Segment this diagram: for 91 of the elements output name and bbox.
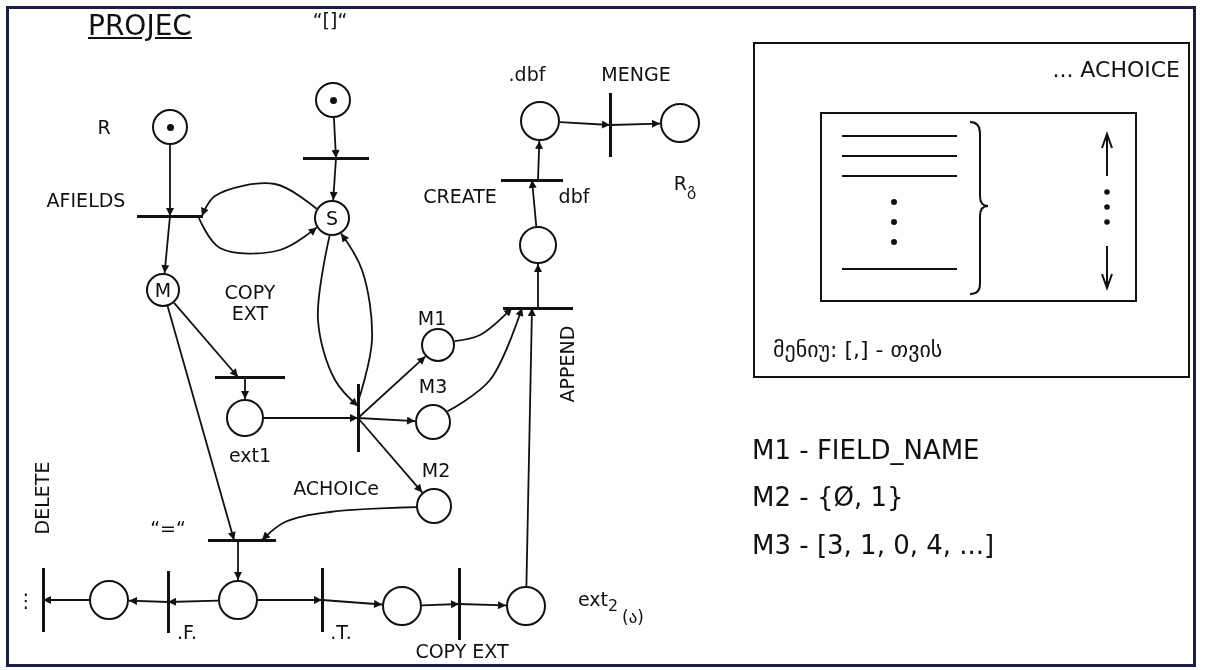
figure-label: (ა) xyxy=(622,607,644,627)
transition-bar xyxy=(41,568,45,632)
place-circle xyxy=(146,273,180,307)
place-circle xyxy=(416,488,452,524)
place-label: R xyxy=(97,116,111,138)
arc-arrow xyxy=(609,119,661,128)
place-circle xyxy=(315,82,351,118)
transition-label: AFIELDS xyxy=(46,189,126,211)
panel-title: ... ACHOICE xyxy=(1052,58,1180,83)
place-label: .dbf xyxy=(508,63,546,85)
transition-label: COPY EXT xyxy=(415,640,509,662)
legend-note: M3 - [3, 1, 0, 4, ...] xyxy=(752,530,995,560)
transition-bar xyxy=(215,375,285,379)
arc-arrow xyxy=(316,234,359,407)
transition-label: APPEND xyxy=(556,325,578,403)
arc-arrow xyxy=(357,416,416,425)
place-circle xyxy=(660,103,700,143)
arc-arrow xyxy=(257,596,323,604)
arc-arrow xyxy=(161,215,171,274)
place-circle xyxy=(152,109,188,145)
arc-arrow xyxy=(263,414,359,422)
arc-arrow xyxy=(421,600,460,609)
transition-bar xyxy=(503,306,573,310)
arc-arrow xyxy=(331,117,340,159)
place-label: R$_{გ}$ xyxy=(673,173,697,199)
place-circle xyxy=(415,404,451,440)
menu-panel xyxy=(753,42,1190,378)
transition-label: CREATE xyxy=(423,185,497,207)
panel-note: მენიუ: [,] - თვის xyxy=(773,337,943,362)
place-circle xyxy=(382,586,422,626)
legend-note: M2 - {Ø, 1} xyxy=(752,482,904,512)
transition-label: .T. xyxy=(330,621,352,643)
place-label: M3 xyxy=(418,375,448,397)
transition-label: ACHOICe xyxy=(293,477,379,499)
place-label: ext1 xyxy=(228,444,272,466)
transition-bar xyxy=(356,384,360,452)
arc-arrow xyxy=(42,596,90,604)
place-circle xyxy=(520,101,560,141)
transition-bar xyxy=(208,538,276,542)
legend-note: M1 - FIELD_NAME xyxy=(752,435,980,465)
arc-arrow xyxy=(234,539,242,581)
arc-arrow xyxy=(357,417,424,494)
transition-label: dbf xyxy=(558,185,590,207)
arc-arrow xyxy=(321,599,383,608)
place-label: M1 xyxy=(417,307,447,329)
arc-arrow xyxy=(167,597,219,606)
list-window xyxy=(820,112,1137,302)
place-label: M xyxy=(154,279,172,301)
place-circle xyxy=(519,226,557,264)
arc-arrow xyxy=(166,305,236,541)
arc-arrow xyxy=(241,376,249,400)
place-label: ext$_{2}$ xyxy=(577,589,619,615)
transition-bar xyxy=(608,93,612,157)
transition-bar xyxy=(457,568,461,640)
transition-label: ⋮ xyxy=(16,589,36,611)
arc-arrow xyxy=(197,215,318,255)
place-label: S xyxy=(325,207,339,229)
arc-arrow xyxy=(535,140,544,181)
transition-label: .F. xyxy=(177,621,197,643)
place-circle xyxy=(218,580,258,620)
transition-bar xyxy=(501,178,563,182)
place-label: M2 xyxy=(421,459,451,481)
arc-arrow xyxy=(329,157,338,201)
transition-label: “=“ xyxy=(150,517,186,539)
arc-arrow xyxy=(559,120,611,129)
arc-arrow xyxy=(173,302,239,378)
arc-arrow xyxy=(453,307,513,342)
arc-arrow xyxy=(201,182,318,217)
arc-arrow xyxy=(534,263,542,309)
title-label: PROJEC xyxy=(88,10,192,42)
transition-label: COPY EXT xyxy=(223,282,277,324)
place-circle xyxy=(506,586,546,626)
arc-arrow xyxy=(261,506,417,541)
arc-arrow xyxy=(357,355,427,419)
place-circle xyxy=(89,580,129,620)
arc-arrow xyxy=(166,144,174,217)
transition-label: DELETE xyxy=(31,461,53,535)
arc-arrow xyxy=(128,596,169,605)
place-circle xyxy=(314,200,350,236)
transition-label: MENGE xyxy=(601,63,671,85)
transition-bar xyxy=(166,571,170,633)
transition-bar xyxy=(303,156,369,160)
arc-arrow xyxy=(446,307,524,413)
arc-arrow xyxy=(528,179,538,227)
place-circle xyxy=(421,328,455,362)
transition-bar xyxy=(137,214,203,218)
place-label: “[]“ xyxy=(312,9,348,31)
place-circle xyxy=(226,399,264,437)
arc-arrow xyxy=(458,601,507,610)
arc-arrow xyxy=(525,307,536,587)
transition-bar xyxy=(320,568,324,632)
